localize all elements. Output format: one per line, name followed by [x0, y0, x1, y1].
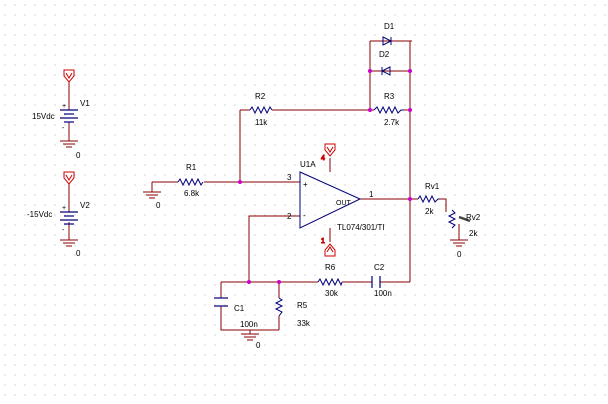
r6-ref: R6	[325, 263, 336, 272]
junction-dot	[247, 280, 251, 284]
junction-dot	[408, 69, 412, 73]
ground-icon	[60, 140, 78, 148]
svg-text:-: -	[62, 227, 65, 234]
u1a-pin-out: 1	[369, 190, 374, 199]
ground-icon	[450, 239, 468, 247]
r1-ground-label: 0	[156, 201, 161, 210]
v1-battery-icon	[60, 109, 78, 123]
v2-ref: V2	[80, 201, 90, 210]
vee-arrow-icon: 1	[321, 238, 336, 257]
rv1-resistor[interactable]: Rv1 2k	[417, 182, 440, 216]
r5-resistor[interactable]: R5 33k	[274, 297, 311, 328]
rv2-value: 2k	[469, 229, 478, 238]
r6-resistor[interactable]: R6 30k	[317, 263, 343, 298]
junctions	[238, 69, 412, 284]
diode-icon	[382, 36, 393, 46]
v2-value: -15Vdc	[27, 210, 52, 219]
wiper-arrow-icon	[458, 215, 471, 223]
junction-dot	[368, 69, 372, 73]
junction-dot	[408, 197, 412, 201]
v1-source[interactable]: + - V1 15Vdc 0	[32, 69, 90, 160]
u1a-ref: U1A	[300, 160, 316, 169]
d1-diode[interactable]: D1	[382, 22, 395, 46]
r3-value: 2.7k	[384, 118, 400, 127]
rv1-value: 2k	[425, 207, 434, 216]
capacitor-icon	[214, 297, 228, 307]
rv1-ref: Rv1	[425, 182, 440, 191]
c2-capacitor[interactable]: C2 100n	[371, 263, 392, 298]
d1-ref: D1	[384, 22, 395, 31]
c2-ref: C2	[374, 263, 385, 272]
svg-text:4: 4	[321, 155, 325, 162]
u1a-opamp[interactable]: + - OUT U1A TL074/301/TI 3 2 1 4 1	[287, 143, 385, 257]
v1-ref: V1	[80, 99, 90, 108]
r3-resistor[interactable]: R3 2.7k	[373, 92, 404, 127]
u1a-model: TL074/301/TI	[337, 223, 385, 232]
c1-ref: C1	[234, 304, 245, 313]
svg-text:+: +	[303, 180, 308, 189]
v2-supply-arrow-icon	[63, 171, 75, 188]
c1-capacitor[interactable]: C1 100n	[214, 297, 258, 329]
r6-value: 30k	[325, 289, 339, 298]
d2-ref: D2	[379, 50, 390, 59]
r1-ref: R1	[186, 163, 197, 172]
resistor-icon	[373, 105, 404, 115]
u1a-out-label: OUT	[336, 200, 352, 207]
capacitor-icon	[371, 276, 381, 288]
junction-dot	[238, 180, 242, 184]
v2-battery-icon	[60, 211, 78, 225]
v1-supply-arrow-icon	[63, 69, 75, 86]
junction-dot	[368, 108, 372, 112]
c1-value: 100n	[240, 320, 258, 329]
resistor-icon	[177, 177, 204, 187]
resistor-icon	[249, 105, 273, 115]
r2-ref: R2	[255, 92, 266, 101]
rv2-ref: Rv2	[466, 213, 481, 222]
r2-resistor[interactable]: R2 11k	[249, 92, 273, 127]
v1-value: 15Vdc	[32, 112, 55, 121]
c2-value: 100n	[374, 289, 392, 298]
r1-value: 6.8k	[184, 189, 200, 198]
diode-icon	[380, 66, 391, 76]
rv2-resistor[interactable]: Rv2 2k 0	[447, 209, 481, 259]
r2-value: 11k	[255, 118, 268, 127]
rv-ground-label: 0	[457, 250, 462, 259]
resistor-icon	[274, 297, 284, 317]
svg-text:1: 1	[321, 238, 325, 245]
v2-source[interactable]: + - V2 -15Vdc 0	[27, 171, 90, 258]
v1-ground-label: 0	[76, 151, 81, 160]
wires	[68, 40, 460, 334]
ground-icon	[143, 182, 161, 199]
ground-icon	[60, 239, 78, 247]
resistor-icon	[417, 194, 440, 204]
vcc-arrow-icon: 4	[321, 143, 336, 163]
u1a-pin-plus: 3	[287, 173, 292, 182]
r5-ref: R5	[297, 301, 308, 310]
ground-icon	[241, 333, 259, 341]
resistor-icon	[317, 277, 343, 287]
svg-text:-: -	[303, 211, 306, 220]
svg-text:+: +	[62, 205, 66, 212]
svg-text:+: +	[62, 103, 66, 110]
d2-diode[interactable]: D2	[379, 50, 391, 76]
junction-dot	[277, 280, 281, 284]
c1-ground-label: 0	[256, 341, 261, 350]
svg-text:-: -	[62, 125, 65, 132]
r1-resistor[interactable]: 0 R1 6.8k	[143, 163, 204, 210]
u1a-pin-minus: 2	[287, 212, 292, 221]
r3-ref: R3	[384, 92, 395, 101]
opamp-triangle	[299, 171, 362, 229]
junction-dot	[408, 108, 412, 112]
v2-ground-label: 0	[76, 249, 81, 258]
resistor-icon	[447, 209, 457, 229]
r5-value: 33k	[297, 319, 311, 328]
